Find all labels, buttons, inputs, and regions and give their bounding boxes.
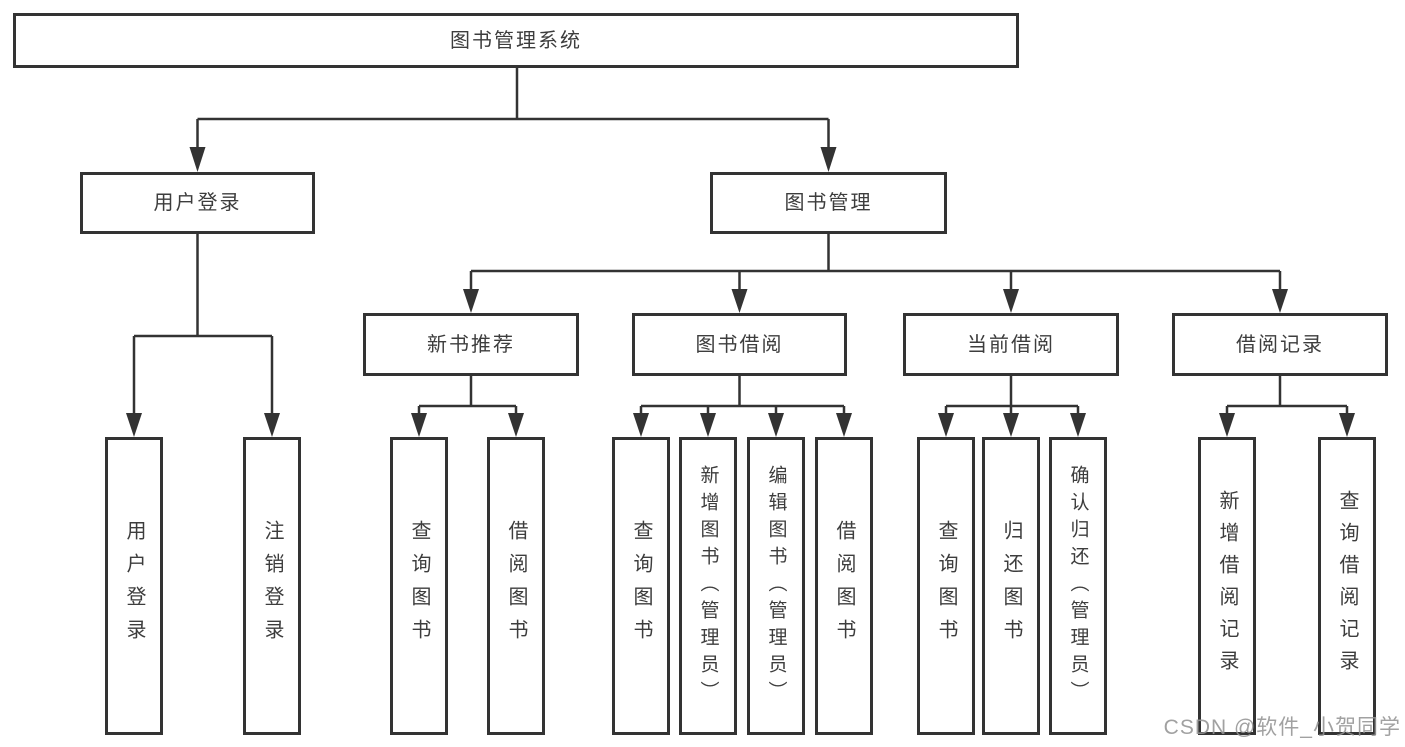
arrowhead-icon (633, 413, 649, 437)
connector-currentborrow-to-leaves (944, 376, 1080, 417)
node-user-login: 用户登录 (80, 172, 315, 234)
node-borrow-records: 借阅记录 (1172, 313, 1388, 376)
node-current-borrowing: 当前借阅 (903, 313, 1119, 376)
connector-bookborrow-to-leaves (639, 376, 846, 417)
arrowhead-icon (938, 413, 954, 437)
arrowhead-icon (1219, 413, 1235, 437)
arrowhead-icon (1003, 413, 1019, 437)
node-root-system: 图书管理系统 (13, 13, 1019, 68)
arrowhead-icon (836, 413, 852, 437)
leaf-borrow-books-recommend: 借阅图书 (487, 437, 545, 735)
leaf-query-books-recommend: 查询图书 (390, 437, 448, 735)
leaf-logout: 注销登录 (243, 437, 301, 735)
csdn-watermark: CSDN @软件_小贺同学 (1163, 716, 1401, 739)
arrowhead-icon (189, 147, 206, 172)
connector-bookmgmt-to-level3 (469, 234, 1282, 293)
leaf-edit-books-admin: 编辑图书（管理员） (747, 437, 805, 735)
arrowhead-icon (126, 413, 142, 437)
leaf-add-books-admin: 新增图书（管理员） (679, 437, 737, 735)
arrowhead-icon (1003, 289, 1019, 313)
arrowhead-icon (768, 413, 784, 437)
leaf-user-login: 用户登录 (105, 437, 163, 735)
arrowhead-icon (508, 413, 524, 437)
arrowhead-icon (820, 147, 837, 172)
leaf-add-borrow-record: 新增借阅记录 (1198, 437, 1256, 735)
arrowhead-icon (463, 289, 479, 313)
connector-root-to-level2 (196, 67, 830, 152)
leaf-query-borrow-record: 查询借阅记录 (1318, 437, 1376, 735)
leaf-confirm-return-admin: 确认归还（管理员） (1049, 437, 1107, 735)
leaf-query-books-current: 查询图书 (917, 437, 975, 735)
arrowhead-icon (1339, 413, 1355, 437)
leaf-query-books-borrowing: 查询图书 (612, 437, 670, 735)
leaf-return-books: 归还图书 (982, 437, 1040, 735)
arrowhead-icon (411, 413, 427, 437)
arrowhead-icon (731, 289, 748, 313)
arrowhead-icon (1070, 413, 1086, 437)
node-new-book-recommend: 新书推荐 (363, 313, 579, 376)
arrowhead-icon (264, 413, 280, 437)
node-book-borrowing: 图书借阅 (632, 313, 847, 376)
connector-newbookrec-to-leaves (417, 376, 518, 417)
arrowheads (126, 147, 1355, 437)
arrowhead-icon (700, 413, 716, 437)
leaf-borrow-books: 借阅图书 (815, 437, 873, 735)
connector-userlogin-to-leaves (132, 234, 274, 417)
node-book-management: 图书管理 (710, 172, 947, 234)
arrowhead-icon (1272, 289, 1288, 313)
connector-borrowrecords-to-leaves (1225, 376, 1349, 417)
